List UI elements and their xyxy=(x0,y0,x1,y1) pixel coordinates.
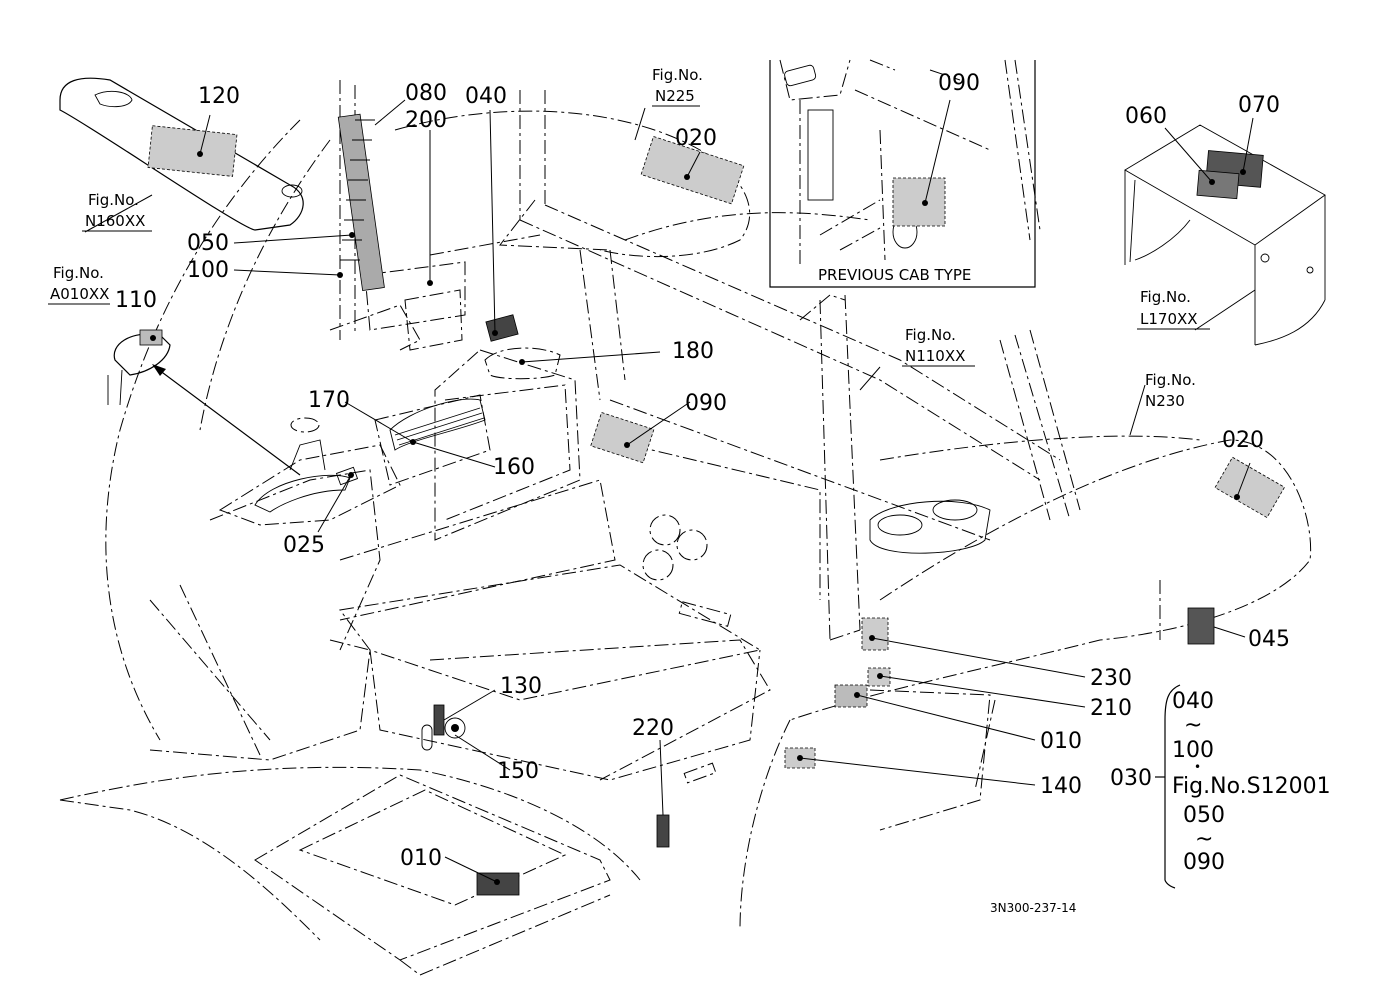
group-bracket: 030 040 ~ 100 • Fig.No.S12001 050 ~ 090 xyxy=(1110,684,1331,889)
bracket-parent: 030 xyxy=(1110,766,1152,791)
callout-060: 060 xyxy=(1125,104,1167,129)
fig-ref-number: N225 xyxy=(655,87,695,105)
callout-210: 210 xyxy=(1090,696,1132,721)
previous-cab-inset xyxy=(769,59,1041,288)
sun-visor xyxy=(59,77,304,231)
bracket-bottom-to: 090 xyxy=(1183,850,1225,875)
callout-120: 120 xyxy=(198,84,240,109)
bracket-separator: • xyxy=(1194,760,1201,774)
fig-ref-label: Fig.No. xyxy=(88,191,139,209)
bracket-bottom-tilde: ~ xyxy=(1195,827,1213,852)
bracket-fig-ref: Fig.No.S12001 xyxy=(1172,774,1331,799)
callout-180: 180 xyxy=(672,339,714,364)
fig-ref-label: Fig.No. xyxy=(652,66,703,84)
callout-230: 230 xyxy=(1090,666,1132,691)
left-console xyxy=(218,261,561,526)
bracket-top-tilde: ~ xyxy=(1184,713,1202,738)
bracket-top-to: 100 xyxy=(1172,738,1214,763)
fig-ref-number: N110XX xyxy=(905,347,965,365)
fig-ref-label: Fig.No. xyxy=(905,326,956,344)
bracket-top-from: 040 xyxy=(1172,689,1214,714)
callout-010-floor: 010 xyxy=(400,846,442,871)
figure-references: Fig.No. N225 Fig.No. N160XX Fig.No. A010… xyxy=(48,66,1210,410)
callout-labels: 120 080 200 040 020 090 060 070 050 100 … xyxy=(115,71,1290,871)
cover-box xyxy=(1124,124,1326,346)
fig-ref-number: L170XX xyxy=(1140,310,1198,328)
callout-020-top: 020 xyxy=(675,126,717,151)
bracket-bottom-from: 050 xyxy=(1183,803,1225,828)
drawing-code: 3N300-237-14 xyxy=(990,901,1076,915)
fig-ref-number: N230 xyxy=(1145,392,1185,410)
frame-members xyxy=(339,80,1081,641)
fig-ref-label: Fig.No. xyxy=(53,264,104,282)
interior-light xyxy=(107,329,301,476)
cab-outline xyxy=(59,110,1312,941)
callout-140: 140 xyxy=(1040,774,1082,799)
callout-045: 045 xyxy=(1248,627,1290,652)
callout-020-right: 020 xyxy=(1222,428,1264,453)
inset-caption: PREVIOUS CAB TYPE xyxy=(818,266,971,284)
callout-025: 025 xyxy=(283,533,325,558)
callout-220: 220 xyxy=(632,716,674,741)
rear-panel xyxy=(339,349,821,784)
callout-170: 170 xyxy=(308,388,350,413)
callout-050: 050 xyxy=(187,231,229,256)
callout-010-right: 010 xyxy=(1040,729,1082,754)
leader-lines xyxy=(84,99,1256,883)
callout-150: 150 xyxy=(497,759,539,784)
fig-ref-label: Fig.No. xyxy=(1140,288,1191,306)
callout-070: 070 xyxy=(1238,93,1280,118)
callout-130: 130 xyxy=(500,674,542,699)
callout-160: 160 xyxy=(493,455,535,480)
fig-ref-number: A010XX xyxy=(50,285,109,303)
fig-ref-number: N160XX xyxy=(85,212,145,230)
callout-090-main: 090 xyxy=(685,391,727,416)
callout-100: 100 xyxy=(187,258,229,283)
callout-200: 200 xyxy=(405,108,447,133)
callout-040: 040 xyxy=(465,84,507,109)
floor-hatch-frame xyxy=(254,774,611,976)
callout-080: 080 xyxy=(405,81,447,106)
right-fender xyxy=(869,499,1161,831)
fig-ref-label: Fig.No. xyxy=(1145,371,1196,389)
callout-090-inset: 090 xyxy=(938,71,980,96)
decals xyxy=(337,113,1286,896)
callout-110: 110 xyxy=(115,288,157,313)
